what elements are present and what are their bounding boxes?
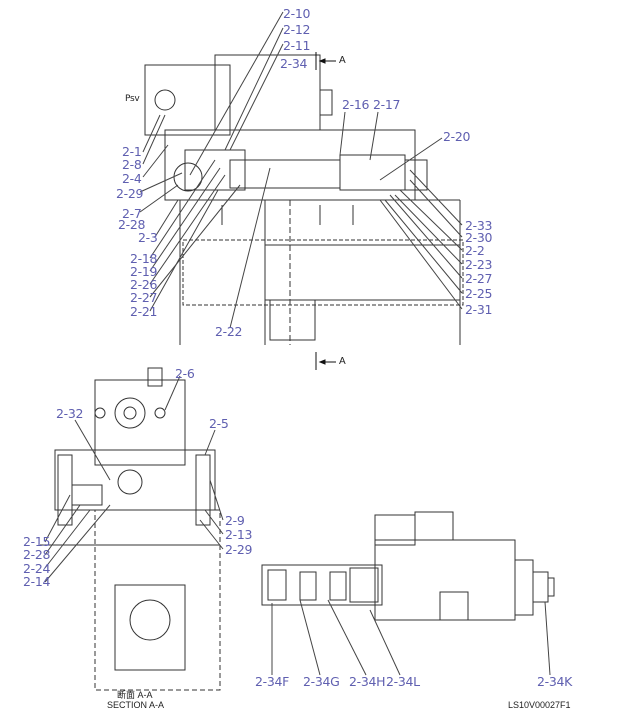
section-marker-top — [315, 52, 336, 70]
part-callout-label: 2-13 — [225, 527, 253, 542]
part-callout-label: 2-16 — [342, 97, 370, 112]
part-callout-label: 2-26 — [130, 277, 158, 292]
part-callout-label: 2-33 — [465, 218, 493, 233]
part-callout-label: 2-19 — [130, 264, 158, 279]
solenoid-drawing — [261, 511, 555, 621]
part-callout-label: 2-23 — [465, 257, 493, 272]
part-callout-label: 2-34G — [303, 674, 340, 689]
part-callout-label: 2-3 — [138, 230, 158, 245]
section-caption-jp: 断面 A-A — [117, 690, 153, 700]
section-marker-label-bottom: A — [339, 356, 346, 367]
part-callout-label: 2-1 — [122, 144, 142, 159]
part-callout-label: 2-34F — [255, 674, 290, 689]
section-marker-label-top: A — [339, 55, 346, 66]
section-marker-bottom — [315, 352, 336, 370]
part-callout-label: 2-28 — [23, 547, 51, 562]
section-view-drawing — [40, 367, 221, 691]
part-callout-label: 2-29 — [225, 542, 253, 557]
drawing-id: LS10V00027F1 — [508, 700, 571, 710]
part-callout-label: 2-27 — [465, 271, 493, 286]
part-callout-label: 2-5 — [209, 416, 229, 431]
part-callout-label: 2-21 — [130, 304, 158, 319]
part-callout-label: 2-28 — [118, 217, 146, 232]
part-callout-label: 2-4 — [122, 171, 142, 186]
part-callout-label: 2-7 — [122, 206, 142, 221]
part-callout-label: 2-25 — [465, 286, 493, 301]
part-callout-label: 2-34H — [349, 674, 386, 689]
part-callout-label: 2-30 — [465, 230, 493, 245]
solenoid-leader-lines — [271, 599, 551, 676]
part-callout-label: 2-9 — [225, 513, 245, 528]
part-callout-label: 2-8 — [122, 157, 142, 172]
part-callout-label: 2-20 — [443, 129, 471, 144]
part-callout-label: 2-22 — [215, 324, 243, 339]
top-assembly-drawing — [144, 54, 464, 345]
part-callout-label: 2-18 — [130, 251, 158, 266]
part-callout-label: 2-15 — [23, 534, 51, 549]
part-callout-label: 2-2 — [465, 243, 485, 258]
part-callout-label: 2-29 — [116, 186, 144, 201]
part-callout-label: 2-17 — [373, 97, 401, 112]
part-callout-label: 2-32 — [56, 406, 84, 421]
section-leader-lines — [44, 375, 224, 583]
part-callout-label: 2-34K — [537, 674, 573, 689]
part-callout-label: 2-10 — [283, 6, 311, 21]
part-callout-label: 2-27 — [130, 290, 158, 305]
part-callout-label: 2-14 — [23, 574, 51, 589]
part-callout-label: 2-31 — [465, 302, 493, 317]
part-callout-label: 2-6 — [175, 366, 195, 381]
part-callout-label: 2-12 — [283, 22, 311, 37]
top-leader-lines — [139, 11, 463, 329]
section-caption-en: SECTION A-A — [107, 700, 165, 710]
part-callout-label: 2-24 — [23, 561, 51, 576]
port-label-psv: Psv — [125, 94, 140, 104]
part-callout-label: 2-34L — [386, 674, 420, 689]
part-callout-label: 2-34 — [280, 56, 308, 71]
part-callout-label: 2-11 — [283, 38, 311, 53]
